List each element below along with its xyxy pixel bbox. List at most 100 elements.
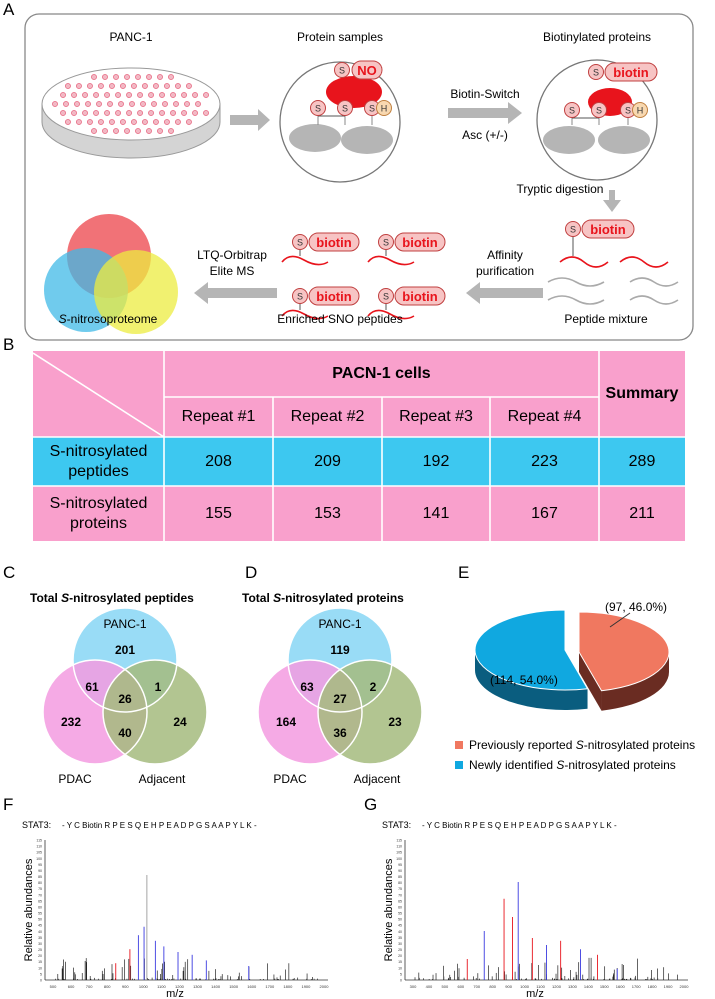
y-axis-label: Relative abundances [383,858,395,961]
proteome-venn-icon [44,214,178,334]
arrow-digestion [603,190,621,212]
spectrum-f: STAT3:- Y C Biotin R P E S Q E H P E A D… [22,820,329,999]
x-tick-label: 1500 [229,984,239,989]
cell-dot [164,83,170,89]
cell-dot [162,101,168,107]
label-peptide-mixture: Peptide mixture [564,312,648,326]
cell-dot [153,83,159,89]
label-s-nitrosoproteome: S-nitrosoproteome [58,312,158,326]
x-tick-label: 1200 [175,984,185,989]
y-tick-label: 65 [398,899,402,903]
panel-label-d: D [245,563,258,582]
s-atom-icon: S [310,100,326,116]
spectrum-peptide: - Y C Biotin R P E S Q E H P E A D P G S… [422,821,617,830]
y-tick-label: 70 [398,893,402,897]
venn-d-left-label: PDAC [273,772,307,786]
spectrum-g: STAT3:- Y C Biotin R P E S Q E H P E A D… [382,820,689,999]
cell-dot [98,119,104,125]
venn-c-value-top-right: 1 [154,680,162,694]
y-tick-label: 45 [398,924,402,928]
label-protein-samples: Protein samples [296,30,384,44]
venn-d-value-top-right: 2 [369,680,377,694]
panel-label-e: E [458,563,470,582]
y-tick-label: 20 [398,954,402,958]
x-tick-label: 1600 [247,984,257,989]
cell-dot [164,119,170,125]
y-tick-label: 40 [398,930,402,934]
biotin-tag-label: biotin [402,235,437,250]
cell-dot [60,92,66,98]
cell-dot [195,101,201,107]
table-grid [33,351,685,541]
y-tick-label: 50 [398,918,402,922]
cell-dot [104,110,110,116]
y-tick-label: 65 [38,899,42,903]
y-tick-label: 75 [398,887,402,891]
pie-slice [578,611,670,692]
y-tick-label: 90 [38,869,42,873]
cell-dot [115,110,121,116]
pie-label-new: (114, 54.0%) [490,673,558,687]
table-col-repeat-1: Repeat #1 [181,408,256,425]
pie-slice-side [475,650,588,710]
x-tick-label: 1400 [211,984,221,989]
label-biotin-switch: Biotin-Switch [450,87,520,101]
cell-dot [186,83,192,89]
s-atom-icon: S [337,100,353,116]
cell-dot [71,110,77,116]
y-tick-label: 85 [38,875,42,879]
biotin-tag: biotin [394,232,446,252]
table-col-repeat-3: Repeat #3 [399,408,473,425]
y-tick-label: 25 [38,948,42,952]
cell-dot [107,101,113,107]
cell-dot [115,92,121,98]
x-tick-label: 900 [122,984,129,989]
cell-dot [113,74,119,80]
s-atom-label: S [593,68,599,78]
y-tick-label: 35 [38,936,42,940]
y-tick-label: 40 [38,930,42,934]
table-cell: 167 [531,504,558,522]
venn-d-value-bottom: 36 [333,726,347,740]
venn-d-value-center: 27 [333,692,347,706]
legend-item-previous: Previously reported S-nitrosylated prote… [455,738,695,752]
biotin-tag: biotin [308,286,360,306]
s-atom-label: S [383,238,389,248]
y-tick-label: 10 [38,966,42,970]
cell-dot [173,101,179,107]
arrow-biotin-switch [448,102,522,124]
cell-dot [131,83,137,89]
label-asc: Asc (+/-) [462,128,508,142]
x-tick-label: 1500 [600,984,610,989]
cell-dot [65,119,71,125]
s-atom-icon: S [588,64,604,80]
y-tick-label: 95 [398,863,402,867]
venn-c [42,607,208,765]
table-row-peptides-bg [33,437,685,486]
cell-dot [76,83,82,89]
table-cell: 289 [628,452,656,470]
panel-label-g: G [364,795,378,814]
table-cell: 223 [531,452,558,470]
x-tick-label: 1900 [664,984,674,989]
venn-c-value-left: 232 [60,715,82,729]
x-tick-label: 800 [489,984,496,989]
cell-dot [93,92,99,98]
biotin-tag-label: biotin [316,235,351,250]
y-tick-label: 60 [38,905,42,909]
table-cell: 209 [314,452,341,470]
cell-dot [52,101,58,107]
label-affinity-1: Affinity [487,248,523,262]
cell-dot [203,110,209,116]
cell-dot [102,128,108,134]
x-tick-label: 1800 [283,984,293,989]
cell-dot [148,92,154,98]
table-col-repeat-4: Repeat #4 [507,408,582,425]
biotin-tag-label: biotin [590,222,625,237]
panel-label-a: A [3,0,15,19]
venn-c-value-center: 26 [118,692,132,706]
panel-label-c: C [3,563,16,582]
no-tag-label: NO [357,63,377,78]
y-tick-label: 90 [398,869,402,873]
label-ms-2: Elite MS [209,264,255,278]
